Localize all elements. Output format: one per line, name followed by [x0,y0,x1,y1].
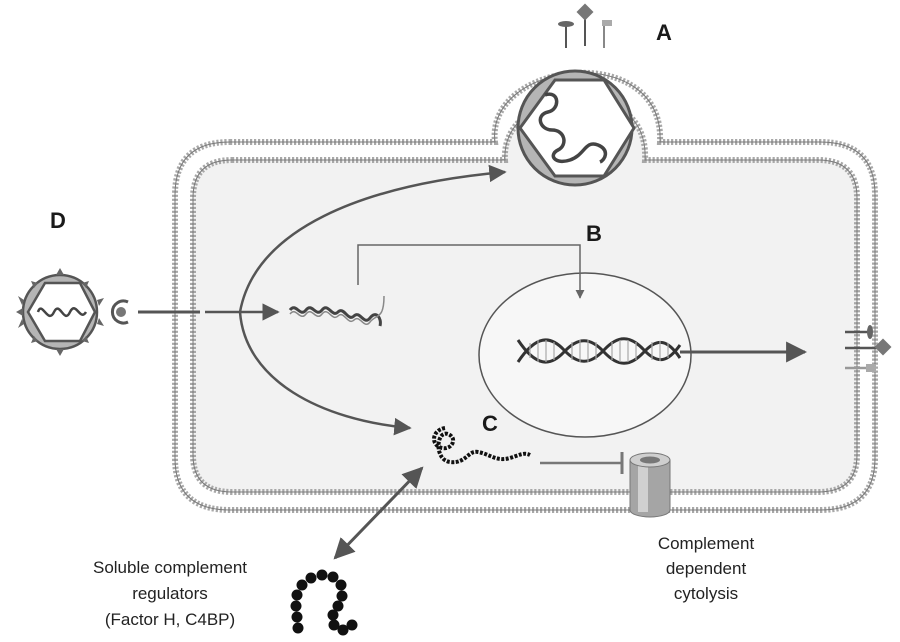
soluble-regulators-line-2: regulators [132,584,208,603]
nucleus [478,272,692,438]
budding-virion [516,69,636,187]
free-virion [16,268,104,356]
cytolysis-line-3: cytolysis [674,584,738,603]
inhibition-line [540,452,624,474]
cytolysis-line-2: dependent [666,559,747,578]
dna-helix [516,337,682,365]
arrow-genome-to-nucleus [357,244,585,299]
entry-arrows [205,164,507,436]
viral-genome [288,295,385,327]
soluble-regulator-chain [290,569,358,636]
soluble-regulators-line-3: (Factor H, C4BP) [105,610,235,629]
cytolysis-line-1: Complement [658,534,755,553]
complement-regulator-intracellular [432,426,531,465]
soluble-regulators-line-1: Soluble complement [93,558,247,577]
cell-receptor [110,299,200,325]
arrow-soluble-regulators [333,466,424,560]
label-d: D [50,208,66,233]
label-b: B [586,221,602,246]
label-c: C [482,411,498,436]
surface-protein-markers-top [558,3,612,48]
complement-pore [629,452,671,518]
surface-protein-markers-right [845,325,892,372]
label-a: A [656,20,672,45]
